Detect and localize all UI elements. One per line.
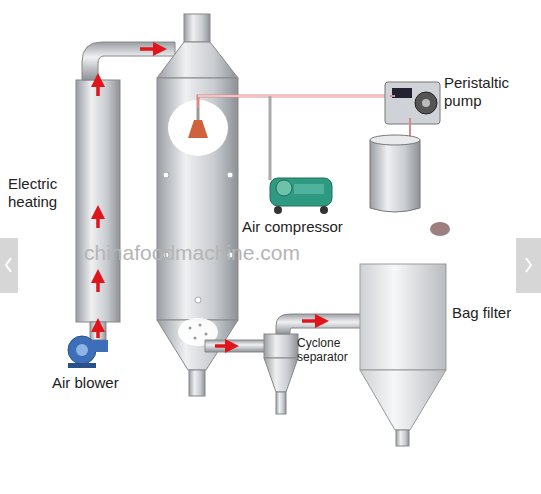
drying-tower bbox=[157, 78, 238, 320]
nav-tab bbox=[516, 238, 541, 293]
nav-tab bbox=[0, 238, 18, 293]
bag-filter bbox=[360, 264, 446, 370]
watermark: chinafoodmachine.com bbox=[84, 240, 484, 265]
heater-column bbox=[76, 80, 120, 322]
part-name: Air blower bbox=[52, 374, 142, 392]
part-name: Peristaltic pump bbox=[444, 74, 536, 110]
part-name: Cyclone separator bbox=[297, 336, 361, 365]
part-name: Bag filter bbox=[452, 304, 532, 322]
peristaltic-pump bbox=[385, 82, 440, 124]
part-name: Air compressor bbox=[242, 218, 372, 236]
part-name: Electric heating bbox=[8, 175, 70, 211]
